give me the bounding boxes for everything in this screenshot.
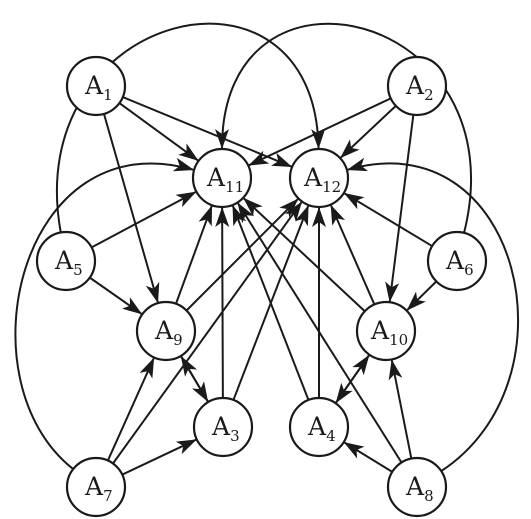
node-a7: A7 <box>65 456 127 518</box>
node-label-letter: A <box>303 163 323 192</box>
node-a1: A1 <box>65 55 127 117</box>
edge-a2-to-a12 <box>340 105 397 159</box>
edges-layer <box>14 22 519 476</box>
node-label-subscript: 4 <box>326 427 336 445</box>
edge-a7-to-a9 <box>106 357 155 461</box>
edge-a8-to-a10 <box>388 359 413 459</box>
edge-a4-to-a10 <box>334 354 370 404</box>
node-circle <box>65 55 127 117</box>
node-label-letter: A <box>84 472 104 501</box>
node-label-letter: A <box>211 412 231 441</box>
edge-a6-to-a11 <box>215 22 472 234</box>
edge-a3-to-a9 <box>180 355 210 403</box>
edge-a1-to-a11 <box>118 102 199 162</box>
node-label: A4 <box>307 412 336 445</box>
edge-a9-to-a11 <box>175 205 213 305</box>
edge-a7-to-a3 <box>121 438 197 476</box>
node-a12: A12 <box>288 147 350 209</box>
node-circle <box>65 456 127 518</box>
node-label-letter: A <box>54 246 74 275</box>
node-label: A1 <box>84 71 113 104</box>
node-label-subscript: 9 <box>173 331 183 349</box>
node-a5: A5 <box>35 230 97 292</box>
node-circle <box>386 55 448 117</box>
node-a8: A8 <box>386 456 448 518</box>
node-label-letter: A <box>405 472 425 501</box>
node-a11: A11 <box>191 147 253 209</box>
node-label: A10 <box>370 316 408 349</box>
node-label-subscript: 12 <box>322 178 341 196</box>
node-label-subscript: 10 <box>389 331 408 349</box>
node-circle <box>355 300 417 362</box>
node-label-subscript: 1 <box>103 86 113 104</box>
node-label-subscript: 11 <box>225 178 244 196</box>
edge-a6-to-a12 <box>343 192 433 247</box>
node-label-letter: A <box>206 163 226 192</box>
node-label-letter: A <box>307 412 327 441</box>
edge-a7-to-a11 <box>14 157 195 470</box>
node-label-letter: A <box>445 246 465 275</box>
node-circle <box>135 300 197 362</box>
edge-a5-to-a9 <box>89 276 143 315</box>
node-circle <box>386 456 448 518</box>
node-a2: A2 <box>386 55 448 117</box>
edge-a5-to-a11 <box>91 191 197 249</box>
node-label: A9 <box>154 316 183 349</box>
node-label: A6 <box>445 246 474 279</box>
node-label-subscript: 7 <box>103 487 113 505</box>
edge-a6-to-a10 <box>406 280 438 311</box>
node-circle <box>426 230 488 292</box>
node-label-subscript: 5 <box>73 261 83 279</box>
edge-a4-to-a11 <box>231 205 310 401</box>
node-label-letter: A <box>84 71 104 100</box>
node-label: A5 <box>54 246 83 279</box>
node-label-letter: A <box>405 71 425 100</box>
edge-a3-to-a11 <box>215 207 230 399</box>
edge-a2-to-a10 <box>385 114 415 303</box>
node-label-subscript: 6 <box>464 261 474 279</box>
node-circle <box>288 147 350 209</box>
node-label: A7 <box>84 472 113 505</box>
node-label: A3 <box>211 412 240 445</box>
node-a6: A6 <box>426 230 488 292</box>
edge-a8-to-a4 <box>343 441 393 473</box>
edge-a9-to-a12 <box>185 198 299 312</box>
node-a3: A3 <box>192 396 254 458</box>
node-label: A11 <box>206 163 244 196</box>
node-a10: A10 <box>355 300 417 362</box>
node-label: A12 <box>303 163 341 196</box>
node-label: A2 <box>405 71 434 104</box>
node-label-letter: A <box>154 316 174 345</box>
edge-a10-to-a11 <box>243 197 366 312</box>
edge-a7-to-a12 <box>112 201 303 465</box>
edge-a10-to-a12 <box>330 204 376 305</box>
edge-a8-to-a12 <box>346 157 519 472</box>
node-a4: A4 <box>288 396 350 458</box>
node-circle <box>192 396 254 458</box>
node-label-subscript: 2 <box>424 86 434 104</box>
edge-a8-to-a11 <box>237 202 403 464</box>
edge-a5-to-a12 <box>55 22 326 233</box>
node-a9: A9 <box>135 300 197 362</box>
node-circle <box>35 230 97 292</box>
node-label: A8 <box>405 472 434 505</box>
node-label-letter: A <box>370 316 390 345</box>
node-label-subscript: 8 <box>424 487 434 505</box>
node-circle <box>288 396 350 458</box>
node-circle <box>191 147 253 209</box>
edge-a1-to-a9 <box>103 113 160 304</box>
node-label-subscript: 3 <box>230 427 240 445</box>
